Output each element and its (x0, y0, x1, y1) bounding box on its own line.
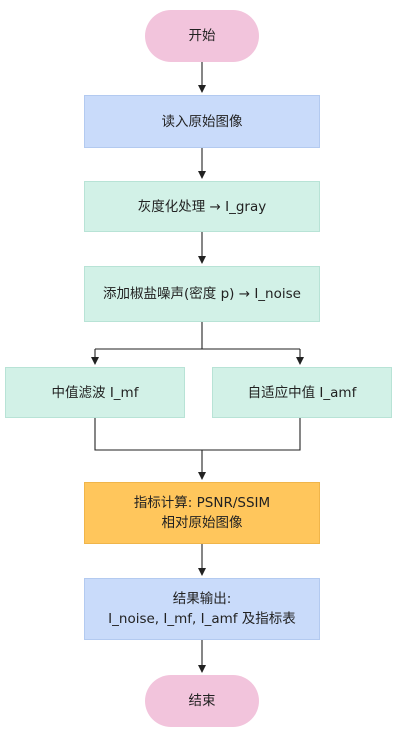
output-node: 结果输出: I_noise, I_mf, I_amf 及指标表 (84, 578, 320, 640)
start-node: 开始 (145, 10, 259, 62)
adaptive-median-node: 自适应中值 I_amf (212, 367, 392, 418)
adaptive-median-label: 自适应中值 I_amf (247, 384, 357, 401)
add-noise-label: 添加椒盐噪声(密度 p) → I_noise (103, 286, 301, 302)
output-label-line1: 结果输出: (172, 591, 232, 607)
grayscale-label: 灰度化处理 → I_gray (137, 198, 267, 215)
read-image-label: 读入原始图像 (161, 113, 243, 130)
edge-median-merge (94, 418, 202, 451)
read-image-node: 读入原始图像 (84, 95, 320, 148)
edge-noise-split (95, 322, 300, 350)
add-noise-node: 添加椒盐噪声(密度 p) → I_noise (84, 266, 320, 322)
start-label: 开始 (188, 28, 216, 44)
median-filter-node: 中值滤波 I_mf (5, 367, 185, 418)
median-filter-label: 中值滤波 I_mf (51, 384, 139, 401)
end-label: 结束 (188, 693, 216, 709)
metrics-label-line1: 指标计算: PSNR/SSIM (133, 495, 271, 511)
metrics-label-line2: 相对原始图像 (161, 515, 243, 531)
grayscale-node: 灰度化处理 → I_gray (84, 181, 320, 232)
metrics-node: 指标计算: PSNR/SSIM 相对原始图像 (84, 482, 320, 544)
end-node: 结束 (145, 675, 259, 727)
edge-adaptive-merge (202, 418, 301, 451)
output-label-line2: I_noise, I_mf, I_amf 及指标表 (108, 611, 296, 627)
